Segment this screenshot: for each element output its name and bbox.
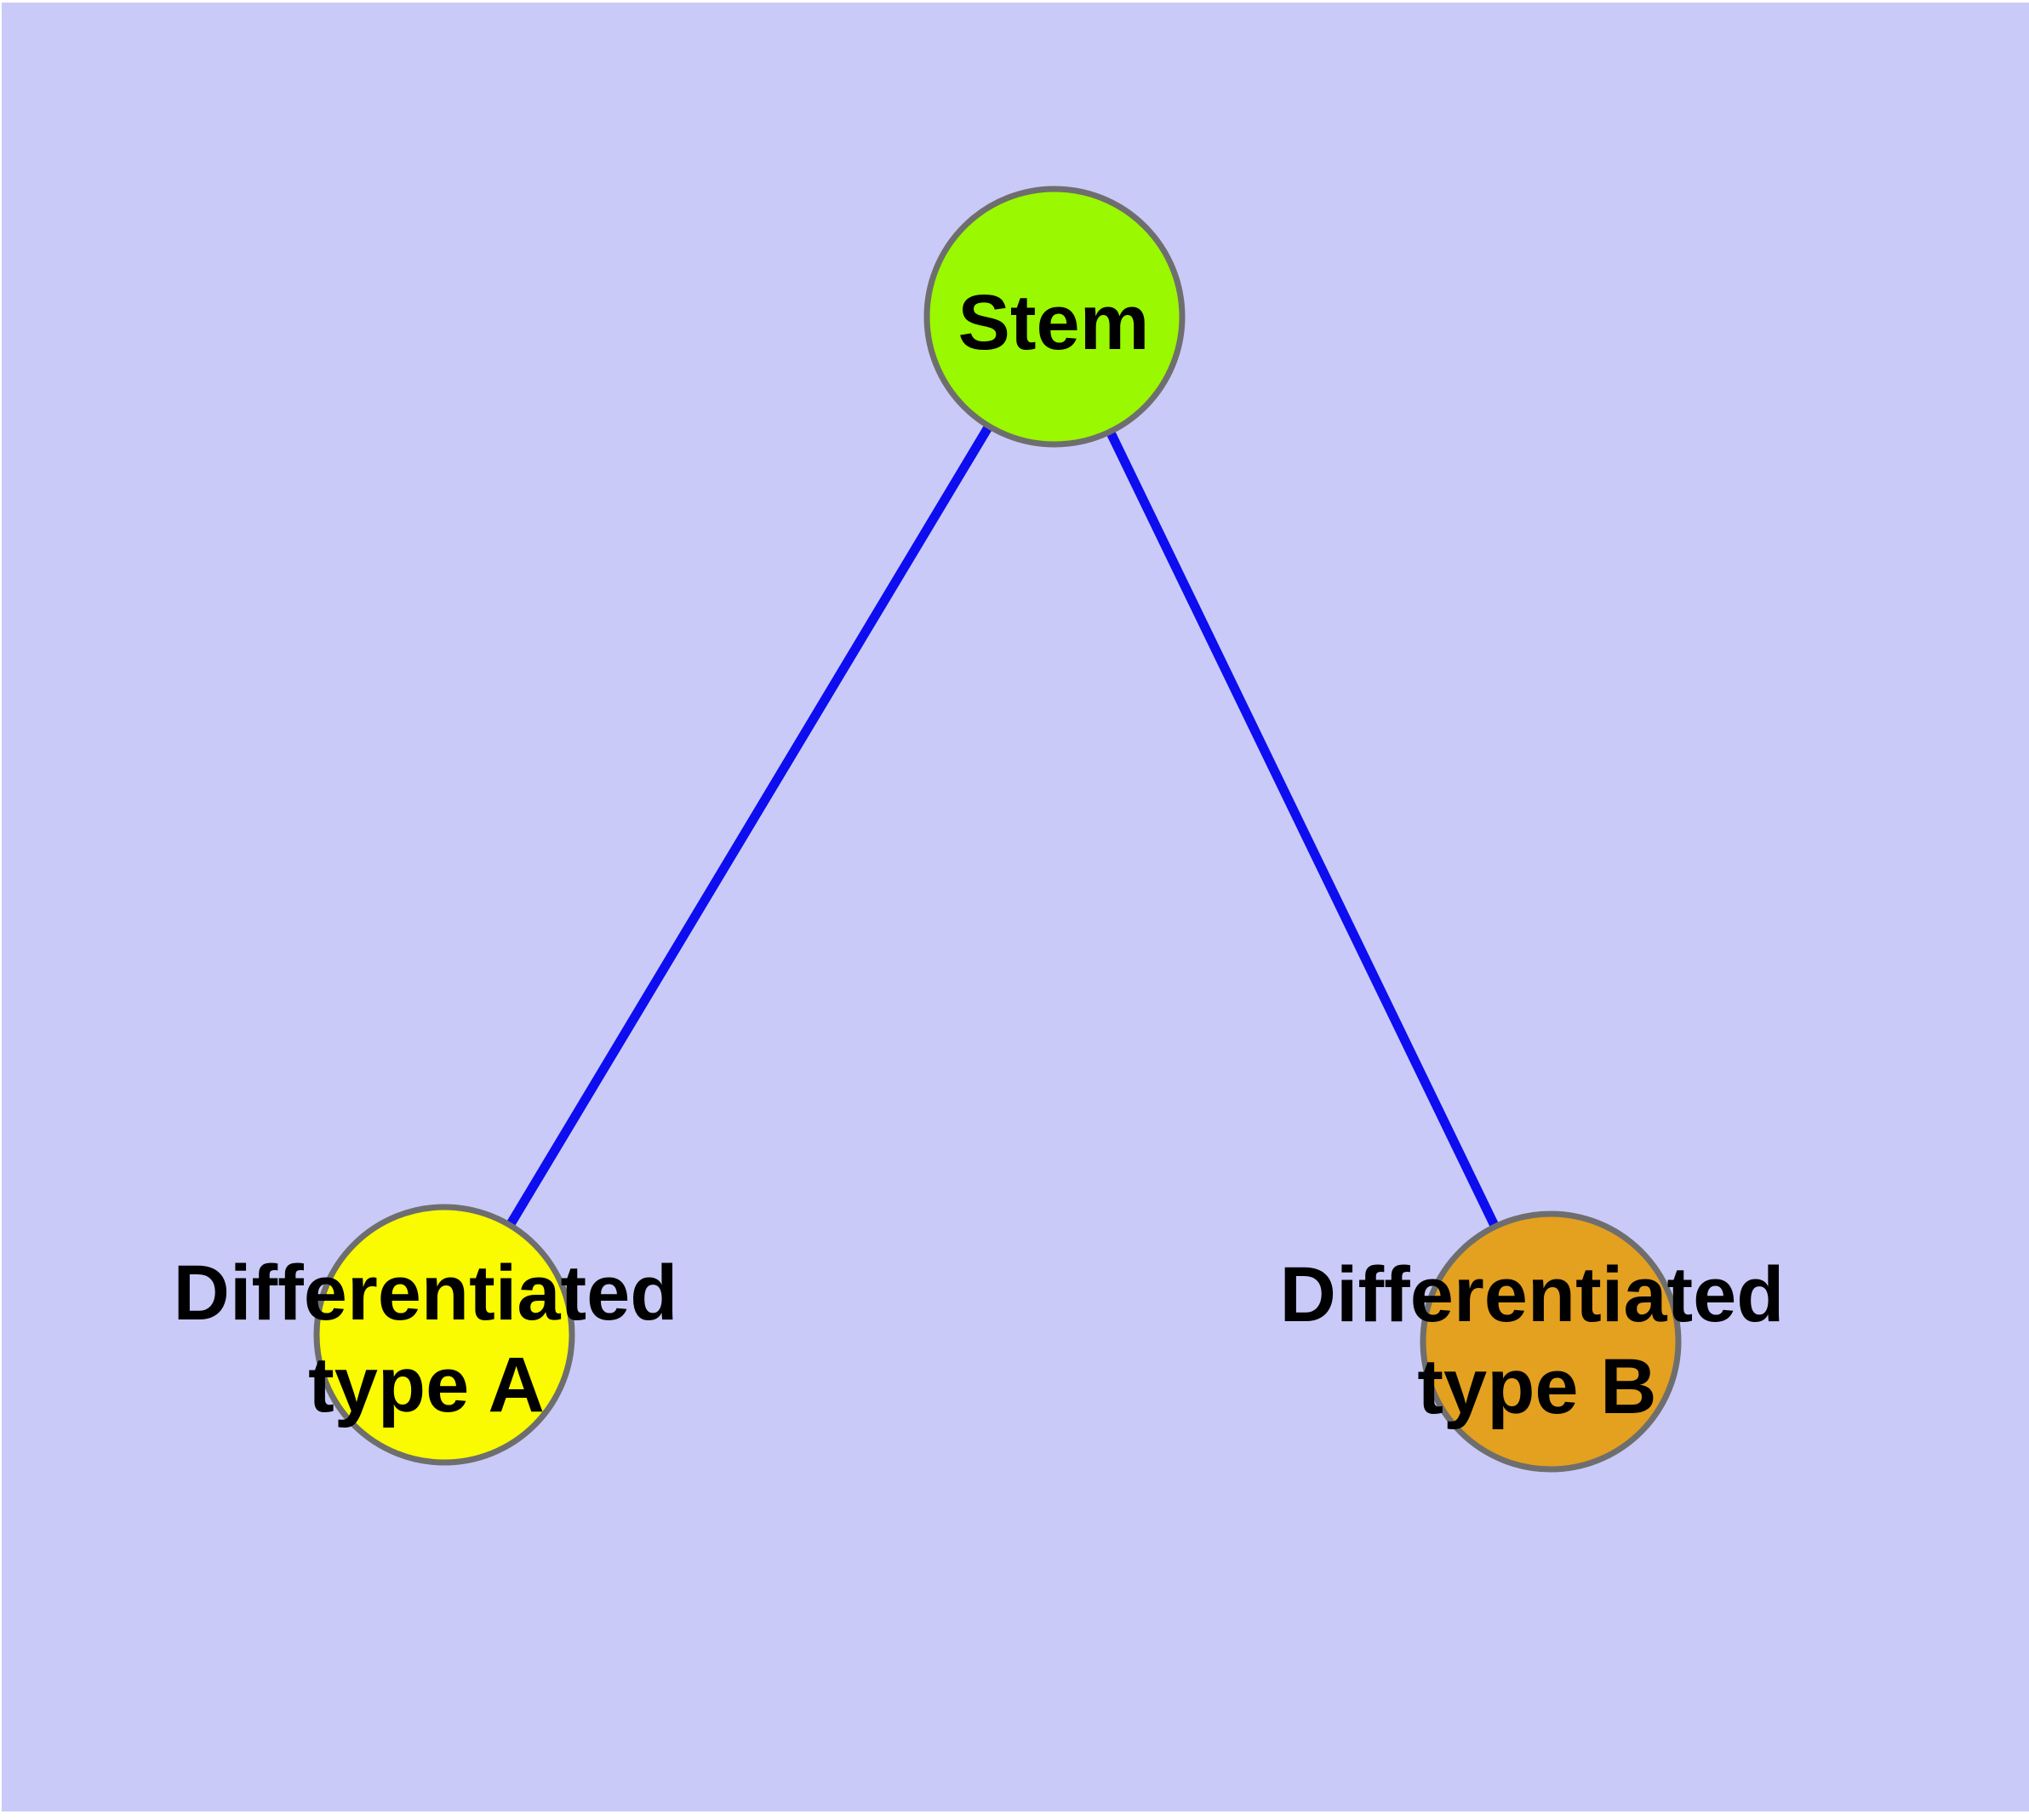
node-differentiated-type-a: Differentiated type A — [174, 1204, 678, 1466]
edge-stem-to-differentiated-type-a — [440, 314, 1059, 1337]
node-differentiated-type-a-label-line1: Differentiated — [174, 1250, 678, 1336]
node-differentiated-type-b: Differentiated type B — [1280, 1210, 1785, 1473]
node-differentiated-type-b-circle — [1420, 1210, 1682, 1473]
node-differentiated-type-a-circle — [313, 1204, 575, 1466]
node-differentiated-type-b-label-line1: Differentiated — [1280, 1251, 1785, 1338]
node-stem: Stem — [923, 186, 1186, 448]
edge-stem-to-differentiated-type-b — [1050, 314, 1555, 1344]
node-stem-label: Stem — [958, 279, 1150, 366]
node-differentiated-type-b-label-line2: type B — [1417, 1343, 1656, 1430]
node-stem-circle — [923, 186, 1186, 448]
node-differentiated-type-a-label-line2: type A — [308, 1342, 545, 1428]
